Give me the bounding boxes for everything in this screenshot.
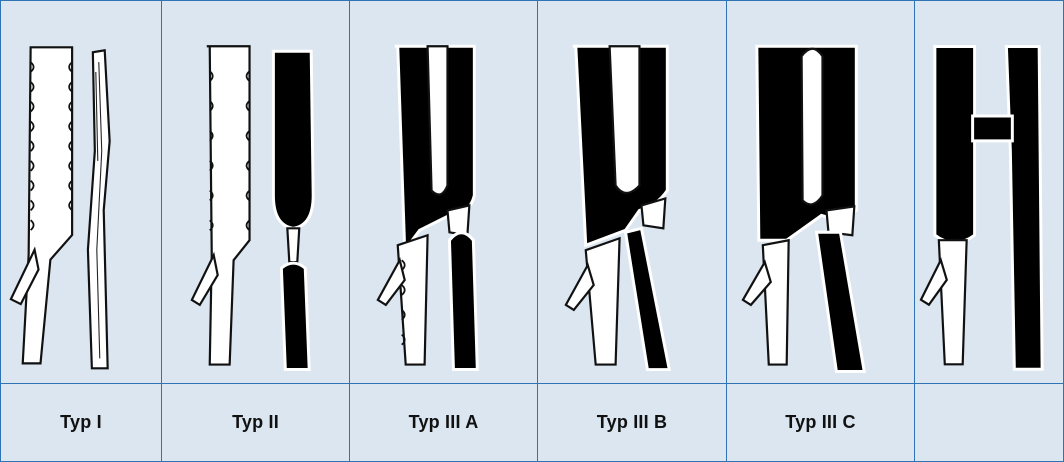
trachea-tube [207, 46, 250, 364]
panel-label: Typ I [60, 412, 102, 433]
label-cell-typ-3b: Typ III B [538, 383, 727, 462]
inner-partition [802, 49, 823, 205]
label-cell-typ-3a: Typ III A [350, 383, 538, 462]
panel-label: Typ II [232, 412, 279, 433]
inner-partition [428, 46, 448, 194]
typ-1-diagram [1, 1, 161, 383]
trachea-lower [763, 240, 789, 364]
panel-illustration-unlabeled [915, 0, 1064, 383]
upper-pouch [273, 51, 313, 228]
typ-3c-diagram [727, 1, 914, 383]
lower-segment [449, 233, 477, 370]
panel-illustration-typ-1 [0, 0, 162, 383]
typ-3b-diagram [538, 1, 726, 383]
panel-illustration-typ-3b [538, 0, 727, 383]
panel-illustration-typ-2 [162, 0, 350, 383]
trachea-lower [939, 240, 967, 364]
panel-illustration-typ-3a [350, 0, 538, 383]
fibrous-connection [287, 228, 299, 262]
fibrous-connection [447, 205, 469, 235]
label-cell-empty [915, 383, 1064, 462]
unlabeled-diagram [915, 1, 1063, 383]
fistula-segment [817, 232, 865, 371]
typ-2-diagram [162, 1, 349, 383]
label-cell-typ-1: Typ I [0, 383, 162, 462]
h-connection [973, 116, 1013, 141]
label-cell-typ-3c: Typ III C [727, 383, 915, 462]
panel-label: Typ III C [785, 412, 855, 433]
panel-label: Typ III A [409, 412, 479, 433]
panel-label: Typ III B [597, 412, 667, 433]
label-cell-typ-2: Typ II [162, 383, 350, 462]
right-tube [1006, 46, 1042, 369]
fistula-segment [626, 228, 670, 369]
trachea-tube [23, 47, 72, 363]
left-tube [935, 46, 975, 242]
inner-partition [610, 46, 640, 193]
panel-illustration-typ-3c [727, 0, 915, 383]
typ-3a-diagram [350, 1, 537, 383]
lower-segment [281, 263, 309, 369]
trachea-lower [586, 238, 620, 364]
